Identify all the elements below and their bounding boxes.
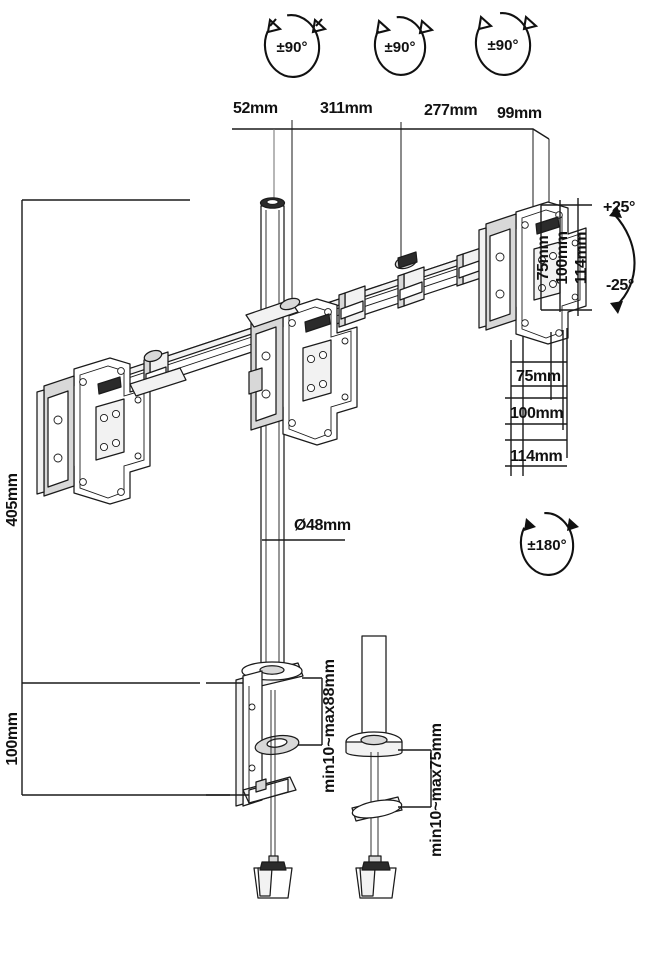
tilt-up-label: +25° xyxy=(603,199,635,216)
height-label-405mm: 405mm xyxy=(4,473,21,526)
dimension-label-277mm: 277mm xyxy=(424,102,477,119)
height-label-100mm: 100mm xyxy=(4,712,21,765)
bar-collar-3 xyxy=(394,251,425,309)
rotation-arc-right-label: ±90° xyxy=(488,37,519,54)
vesa-vertical-label-100mm: 100mm xyxy=(554,231,571,284)
dimension-label-99mm: 99mm xyxy=(497,105,542,122)
left-height-dimensions: 405mm 100mm xyxy=(4,199,230,796)
vesa-vertical-label-114mm: 114mm xyxy=(573,232,590,284)
c-clamp-assembly xyxy=(235,661,304,899)
grommet-mount-assembly xyxy=(345,635,403,899)
vertical-pole xyxy=(259,197,286,681)
vesa-vertical-label-75mm: 75mm xyxy=(535,236,552,281)
tilt-down-arrow xyxy=(610,301,623,314)
vesa-horizontal-label-75mm: 75mm xyxy=(516,368,561,385)
rotation-arc-center: ±90° xyxy=(373,16,435,76)
vesa-horizontal-label-100mm: 100mm xyxy=(510,405,563,422)
vesa-vertical-dimensions: 75mm 100mm 114mm xyxy=(535,198,592,316)
dimension-label-52mm: 52mm xyxy=(233,100,278,117)
vesa-horizontal-label-114mm: 114mm xyxy=(510,448,562,465)
grommet-dimension: min10~max75mm xyxy=(398,723,445,857)
tilt-up-arrow xyxy=(609,206,622,218)
tilt-indicator: +25° -25° xyxy=(603,199,636,314)
bar-collar-2 xyxy=(338,285,366,328)
swivel-arc: ±180° xyxy=(519,512,579,576)
monitor-bracket-right xyxy=(478,201,587,345)
rotation-arc-left-label: ±90° xyxy=(277,39,308,56)
vesa-horizontal-dimensions: 75mm 100mm 114mm xyxy=(505,328,568,476)
top-dimension-band: 52mm 311mm 277mm 99mm xyxy=(232,100,550,300)
rotation-arc-right: ±90° xyxy=(474,12,539,76)
rotation-arc-left: ±90° xyxy=(263,14,328,78)
pole-diameter-callout: Ø48mm xyxy=(262,517,351,541)
monitor-bracket-center xyxy=(245,297,358,446)
grommet-range-label: min10~max75mm xyxy=(428,723,445,857)
c-clamp-range-label: min10~max88mm xyxy=(321,659,338,793)
bar-collar-4 xyxy=(456,247,482,287)
monitor-bracket-left xyxy=(36,357,187,505)
c-clamp-dimension: min10~max88mm xyxy=(206,659,338,796)
rotation-arc-center-label: ±90° xyxy=(385,39,416,56)
swivel-arc-label: ±180° xyxy=(527,537,566,554)
pole-diameter-label: Ø48mm xyxy=(294,517,351,534)
tilt-down-label: -25° xyxy=(606,277,634,294)
dimension-label-311mm: 311mm xyxy=(320,100,372,117)
